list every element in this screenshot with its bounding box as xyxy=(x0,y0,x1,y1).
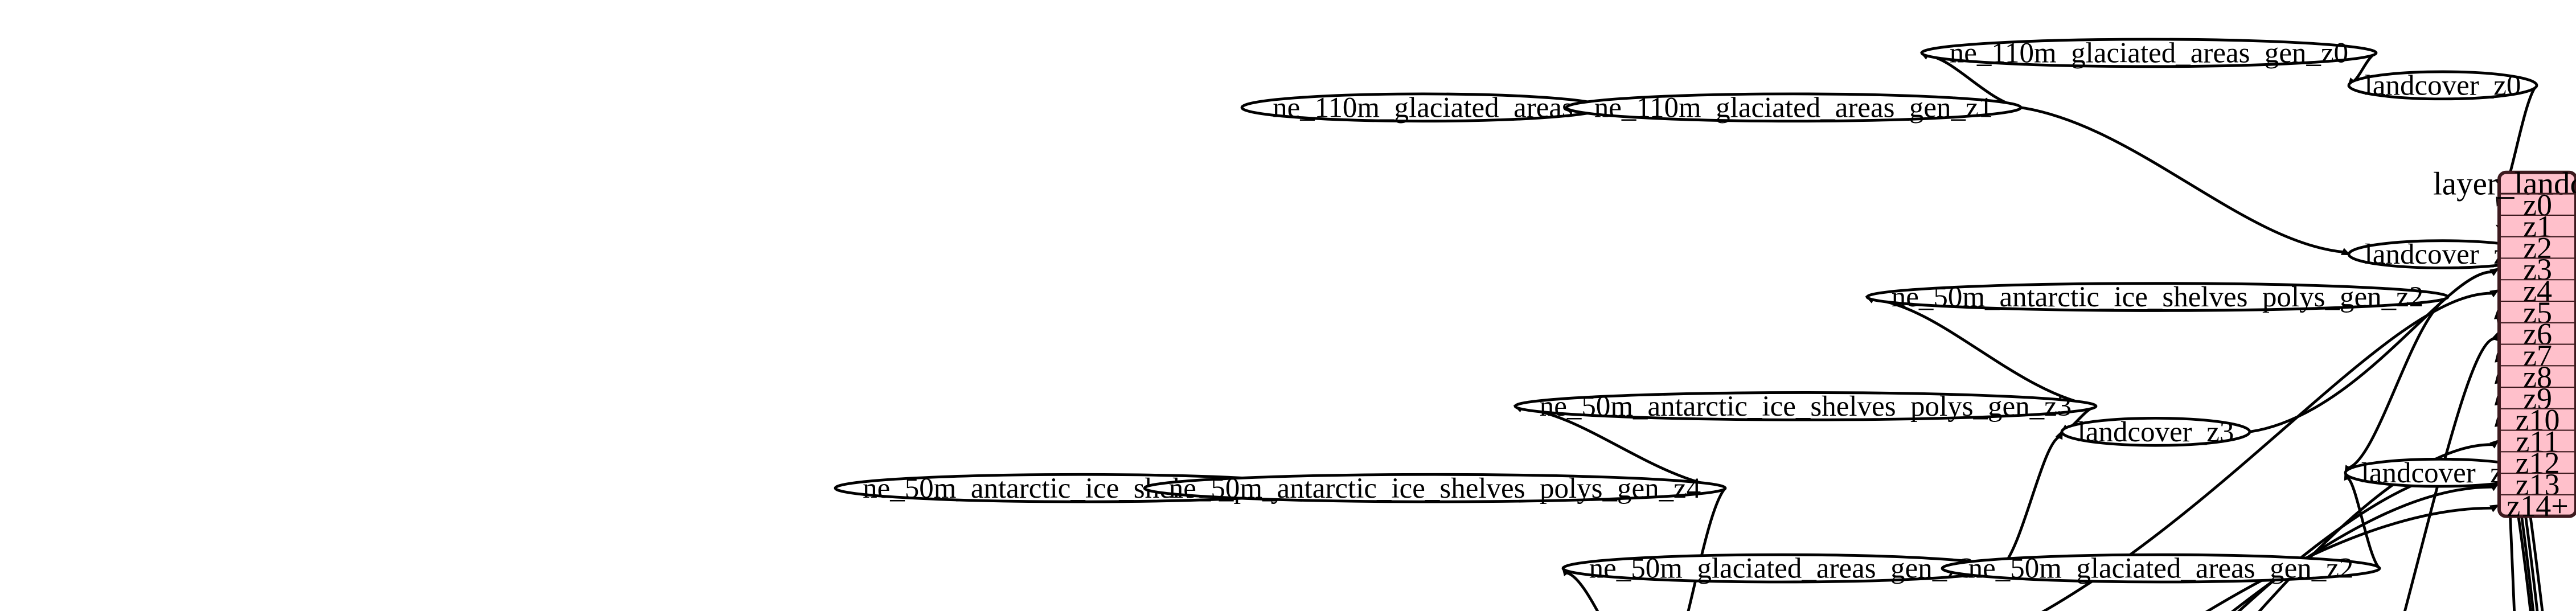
layer-table-cell-z6[interactable]: z6 xyxy=(2523,317,2552,351)
edge-ne_50m_glaciated_areas_gen_z3-to-landcover_z3 xyxy=(1999,435,2061,569)
graph-node-ne_50m_antarctic_ice_shelves_polys_gen_z3[interactable]: ne_50m_antarctic_ice_shelves_polys_gen_z… xyxy=(1513,391,2098,423)
layer-table-cell-z1[interactable]: z1 xyxy=(2523,210,2552,244)
node-label: ne_110m_glaciated_areas_gen_z1 xyxy=(1594,92,1993,124)
edge-ne_50m_glaciated_areas_gen_z4-to-ne_50m_glaciated_areas_gen_z3 xyxy=(1565,571,1599,611)
edge-ne_50m_antarctic_ice_shelves_polys_gen_z4-to-landcover_z4 xyxy=(1687,487,1726,611)
node-ellipse xyxy=(1565,92,2023,123)
graph-node-ne_110m_glaciated_areas[interactable]: ne_110m_glaciated_areas xyxy=(1240,92,1606,124)
node-label: landcover_z0 xyxy=(2365,69,2521,101)
layer-table-cell-z2[interactable]: z2 xyxy=(2523,231,2552,265)
edge-osm_landcover_gen_z11-to-layer_landcover_z11 xyxy=(2258,443,2493,611)
node-ellipse xyxy=(1920,38,2378,68)
node-ellipse xyxy=(1513,391,2098,421)
node-ellipse xyxy=(2060,416,2251,447)
node-label: ne_50m_antarctic_ice_shelves_polys_gen_z… xyxy=(1892,281,2424,313)
graph-node-ne_50m_antarctic_ice_shelves_polys_gen_z4[interactable]: ne_50m_antarctic_ice_shelves_polys_gen_z… xyxy=(1143,473,1727,505)
arrowhead-icon xyxy=(2489,289,2500,298)
arrowhead-icon xyxy=(2341,248,2351,256)
edge-layer xyxy=(1142,51,2544,611)
edge-landcover_z6-to-layer_landcover_z6 xyxy=(2403,337,2496,611)
layer-table-cell-z5[interactable]: z5 xyxy=(2523,296,2552,330)
arrowhead-icon xyxy=(2489,504,2500,512)
graph-node-ne_50m_antarctic_ice_shelves_polys_gen_z2[interactable]: ne_50m_antarctic_ice_shelves_polys_gen_z… xyxy=(1865,281,2450,313)
layer-table-cell-z4[interactable]: z4 xyxy=(2523,274,2552,308)
edge-ne_110m_glaciated_areas_gen_z1-to-landcover_z1 xyxy=(2020,106,2344,254)
layer-table-cell-z9[interactable]: z9 xyxy=(2523,382,2552,416)
layer-table-cell-z3[interactable]: z3 xyxy=(2523,252,2552,286)
layer-table-cell-z13[interactable]: z13 xyxy=(2516,468,2560,502)
edge-ne_50m_glaciated_areas_gen_z2-to-landcover_z2 xyxy=(2346,476,2381,569)
edge-landcover_z3-to-layer_landcover_z3 xyxy=(2249,270,2493,433)
graph-node-landcover_z3[interactable]: landcover_z3 xyxy=(2060,416,2251,448)
node-label: ne_50m_antarctic_ice_shelves_polys_gen_z… xyxy=(1169,473,1701,505)
node-ellipse xyxy=(1941,553,2381,584)
node-label: landcover_z2 xyxy=(2361,457,2518,489)
arrowhead-icon xyxy=(2055,429,2063,440)
graph-node-landcover_z0[interactable]: landcover_z0 xyxy=(2347,69,2538,101)
graph-node-ne_110m_glaciated_areas_gen_z1[interactable]: ne_110m_glaciated_areas_gen_z1 xyxy=(1565,92,2023,124)
graph-node-ne_50m_glaciated_areas_gen_z2[interactable]: ne_50m_glaciated_areas_gen_z2 xyxy=(1941,553,2381,585)
arrowhead-icon xyxy=(2489,268,2500,276)
layer-table-cell-z11[interactable]: z11 xyxy=(2516,424,2559,458)
layer-table-cell-z12[interactable]: z12 xyxy=(2516,446,2560,480)
node-label: ne_50m_glaciated_areas_gen_z3 xyxy=(1589,553,1975,585)
edge-ne_50m_antarctic_ice_shelves_polys_gen_z3-to-ne_50m_antarctic_ice_shelves_polys_gen_z2 xyxy=(1872,298,2097,408)
node-label: ne_110m_glaciated_areas_gen_z0 xyxy=(1950,38,2348,69)
arrowhead-icon xyxy=(2489,439,2499,449)
arrowhead-icon xyxy=(2491,331,2499,342)
layer-table-cell-z7[interactable]: z7 xyxy=(2523,338,2552,372)
node-ellipse xyxy=(1865,282,2450,312)
layer-table-cell-z14plus[interactable]: z14+ xyxy=(2507,489,2568,523)
layer-landcover-table: layer_landcoverz0z1z2z3z4z5z6z7z8z9z10z1… xyxy=(2433,166,2576,523)
node-label: ne_50m_antarctic_ice_shelves_polys_gen_z… xyxy=(1540,391,2072,423)
node-label: landcover_z1 xyxy=(2365,239,2521,270)
layer-table-cell-z10[interactable]: z10 xyxy=(2516,403,2560,437)
layer-table-header: layer_landcover xyxy=(2433,166,2576,202)
node-label: ne_110m_glaciated_areas xyxy=(1273,92,1573,124)
node-ellipse xyxy=(1143,473,1727,503)
graph-node-landcover_z2[interactable]: landcover_z2 xyxy=(2344,457,2535,489)
node-label: ne_50m_glaciated_areas_gen_z2 xyxy=(1968,553,2354,585)
edge-ne_50m_antarctic_ice_shelves_polys_gen_z2-to-landcover_z2 xyxy=(2347,296,2449,470)
layer-table-cell-z8[interactable]: z8 xyxy=(2523,360,2552,394)
node-ellipse xyxy=(2347,70,2538,101)
edge-osm_landcover_gen_z13-to-layer_landcover_z13 xyxy=(2231,485,2493,611)
graph-node-ne_110m_glaciated_areas_gen_z0[interactable]: ne_110m_glaciated_areas_gen_z0 xyxy=(1920,38,2378,69)
layer-table-cell-z0[interactable]: z0 xyxy=(2523,188,2552,222)
node-label: landcover_z3 xyxy=(2078,416,2234,448)
graph-node-ne_50m_glaciated_areas_gen_z3[interactable]: ne_50m_glaciated_areas_gen_z3 xyxy=(1561,553,2002,585)
node-layer: imposm3osm_landcover_polygonsimplify_vw_… xyxy=(834,38,2538,585)
